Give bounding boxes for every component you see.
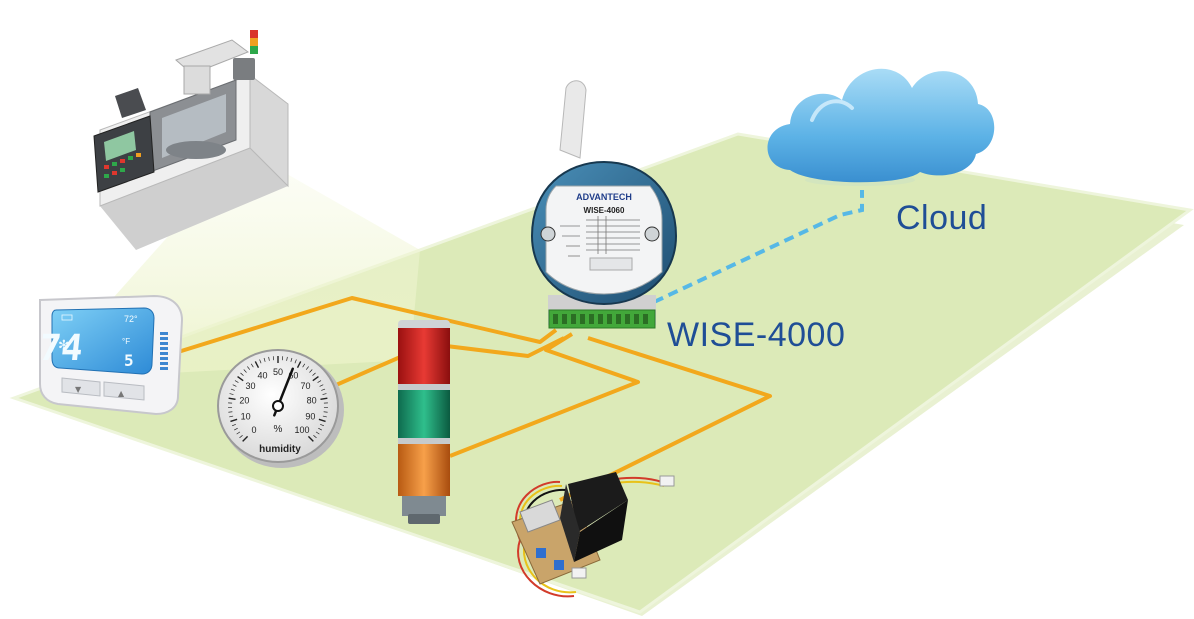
device-model: WISE-4060 — [584, 206, 625, 215]
gauge-tick — [309, 369, 313, 373]
gauge-caption: humidity — [259, 444, 301, 455]
stack-light — [398, 320, 450, 524]
cnc-machine — [93, 30, 289, 250]
gauge-tick — [230, 418, 238, 423]
chevron-up-icon: ▲ — [118, 389, 125, 398]
screw-right-icon — [644, 226, 660, 242]
gauge-tick — [263, 357, 266, 362]
gauge-tick — [294, 359, 297, 364]
gauge-tick — [243, 369, 247, 373]
gauge-label: 80 — [307, 396, 317, 406]
thermostat-temperature: 74 — [37, 327, 85, 369]
gauge-tick — [259, 359, 262, 364]
gauge-tick — [247, 366, 251, 370]
gauge-tick — [307, 435, 314, 442]
dust-sensor — [511, 472, 675, 598]
snowflake-icon: ✻ — [58, 338, 70, 354]
wire-hygrometer — [319, 336, 565, 394]
wire-stack-light — [449, 332, 640, 458]
gauge-tick — [318, 427, 322, 431]
thermostat: ✻ 74 5 °F 72° ▼ ▲ — [37, 294, 184, 416]
gauge-tick — [318, 418, 326, 423]
cloud-icon — [767, 68, 995, 186]
gauge-tick — [322, 415, 327, 418]
gauge-tick — [237, 376, 244, 382]
gauge-ticks — [228, 356, 328, 442]
wise-4060-device: ADVANTECH WISE-4060 — [530, 80, 678, 329]
thermostat-up-button[interactable]: ▲ — [103, 381, 145, 401]
floor-plane — [9, 132, 1194, 616]
thermostat-decimal: 5 — [124, 351, 134, 370]
gauge-label: 90 — [305, 412, 315, 422]
gauge-tick — [228, 411, 233, 413]
screw-left-icon — [540, 226, 556, 242]
gauge-tick — [268, 356, 270, 361]
gauge-tick — [242, 435, 249, 442]
cloud-label: Cloud — [896, 199, 988, 237]
gauge-tick — [312, 372, 316, 376]
gauge-label: 40 — [258, 371, 268, 381]
green-lamp — [398, 390, 450, 438]
gateway-label: WISE-4000 — [667, 316, 846, 354]
thermostat-setpoint: 72° — [124, 314, 138, 324]
device-brand: ADVANTECH — [576, 192, 632, 202]
gauge-label: 30 — [245, 381, 255, 391]
level-bars-icon — [160, 332, 168, 370]
gauge-tick — [319, 384, 324, 387]
red-lamp — [398, 328, 450, 384]
gauge-tick — [313, 435, 317, 439]
gauge-tick — [296, 361, 302, 369]
gauge-tick — [250, 363, 254, 368]
gauge-tick — [240, 372, 244, 376]
gauge-tick — [286, 356, 288, 361]
terminal-block — [548, 309, 656, 329]
gauge-label: 70 — [300, 381, 310, 391]
gauge-tick — [230, 388, 235, 391]
gauge-label: 60 — [288, 371, 298, 381]
wire-sensor — [559, 336, 772, 502]
gauge-tick — [229, 415, 234, 418]
gauge-tick — [234, 427, 238, 431]
gauge-label: 0 — [251, 425, 256, 435]
gauge-label: 10 — [241, 412, 251, 422]
thermostat-unit: °F — [122, 337, 130, 346]
gauge-unit: % — [274, 424, 283, 435]
gauge-tick — [320, 397, 328, 400]
gauge-tick — [315, 431, 320, 435]
gauge-tick — [254, 361, 260, 369]
gauge-tick — [322, 393, 327, 395]
thermostat-down-button[interactable]: ▼ — [61, 377, 101, 397]
gauge-tick — [321, 388, 326, 391]
chevron-down-icon: ▼ — [75, 385, 82, 394]
gauge-tick — [302, 363, 306, 368]
gauge-tick — [232, 384, 237, 387]
gauge-tick — [320, 423, 325, 427]
gauge-tick — [239, 435, 243, 439]
gauge-tick — [312, 376, 319, 382]
gauge-tick — [231, 423, 236, 427]
gauge-tick — [317, 380, 322, 383]
gauge-label: 20 — [239, 396, 249, 406]
orange-lamp — [398, 444, 450, 496]
gauge-tick — [229, 393, 234, 395]
cloud-link — [653, 190, 864, 304]
gauge-tick — [323, 411, 328, 413]
gauge-label: 50 — [273, 367, 283, 377]
gauge-tick — [234, 380, 239, 383]
gauge-label: 100 — [295, 425, 310, 435]
gauge-tick — [290, 357, 293, 362]
gauge-tick — [236, 431, 241, 435]
gauge-tick — [305, 366, 309, 370]
battery-icon — [61, 314, 73, 321]
gauge-tick — [228, 397, 236, 400]
